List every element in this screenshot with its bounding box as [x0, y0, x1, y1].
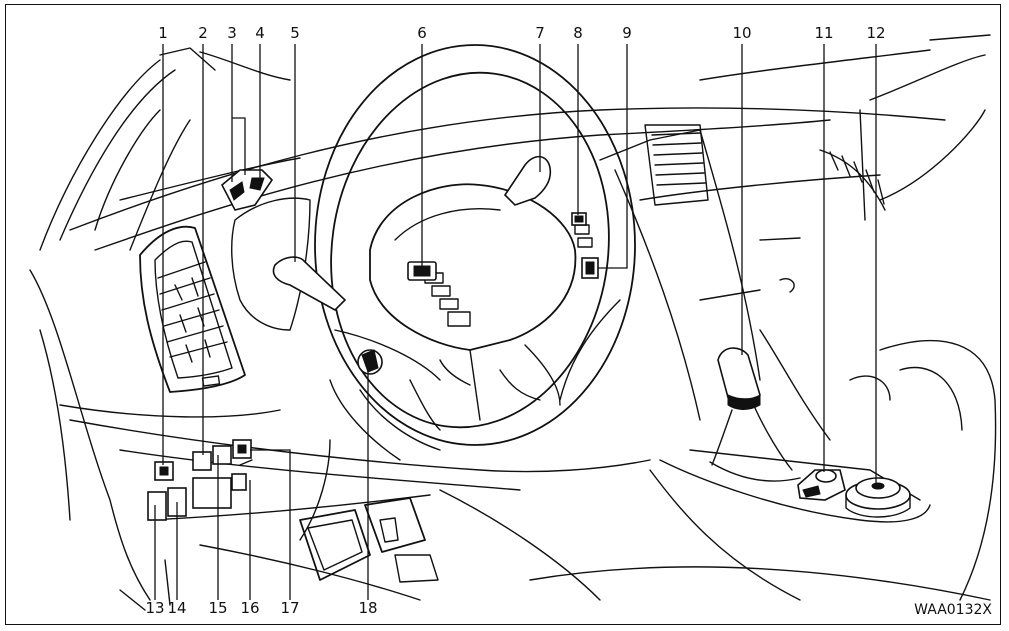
steering-column [329, 379, 441, 461]
center-display-vents [644, 124, 886, 211]
callout-4: 4 [255, 24, 265, 42]
console-switch [797, 469, 846, 501]
steering-wheel [314, 44, 636, 446]
callout-numbers: 1 2 3 4 5 6 7 8 9 10 11 12 13 14 15 16 1… [145, 24, 885, 617]
callout-16: 16 [240, 599, 259, 617]
leader-lines [154, 44, 877, 600]
callout-3: 3 [227, 24, 237, 42]
passenger-seat [529, 339, 997, 601]
callout-12: 12 [866, 24, 885, 42]
mirror-control-switch [220, 169, 274, 211]
windshield-pillar [39, 47, 291, 251]
wiper-stalk [503, 155, 552, 206]
shift-lever [709, 347, 801, 482]
callout-14: 14 [167, 599, 186, 617]
controller-knob [845, 477, 911, 518]
callout-2: 2 [198, 24, 208, 42]
headlight-stalk [272, 256, 347, 311]
lower-switch-panel [147, 439, 253, 521]
left-door-panel [29, 269, 171, 611]
pedals [299, 497, 439, 583]
callout-7: 7 [535, 24, 545, 42]
callout-9: 9 [622, 24, 632, 42]
ignition-switch [357, 349, 383, 375]
callout-11: 11 [814, 24, 833, 42]
callout-13: 13 [145, 599, 164, 617]
center-console [599, 129, 931, 601]
callout-18: 18 [358, 599, 377, 617]
callout-5: 5 [290, 24, 300, 42]
lower-dashboard [59, 404, 651, 601]
callout-6: 6 [417, 24, 427, 42]
left-vent-housing [231, 197, 311, 331]
callout-10: 10 [732, 24, 751, 42]
callout-17: 17 [280, 599, 299, 617]
air-vent-left [139, 225, 246, 393]
diagram-frame [5, 4, 1001, 625]
steering-switch-right [571, 212, 599, 279]
callout-8: 8 [573, 24, 583, 42]
dashboard-top [69, 34, 991, 251]
figure-code: WAA0132X [914, 602, 992, 618]
callout-1: 1 [158, 24, 168, 42]
callout-15: 15 [208, 599, 227, 617]
